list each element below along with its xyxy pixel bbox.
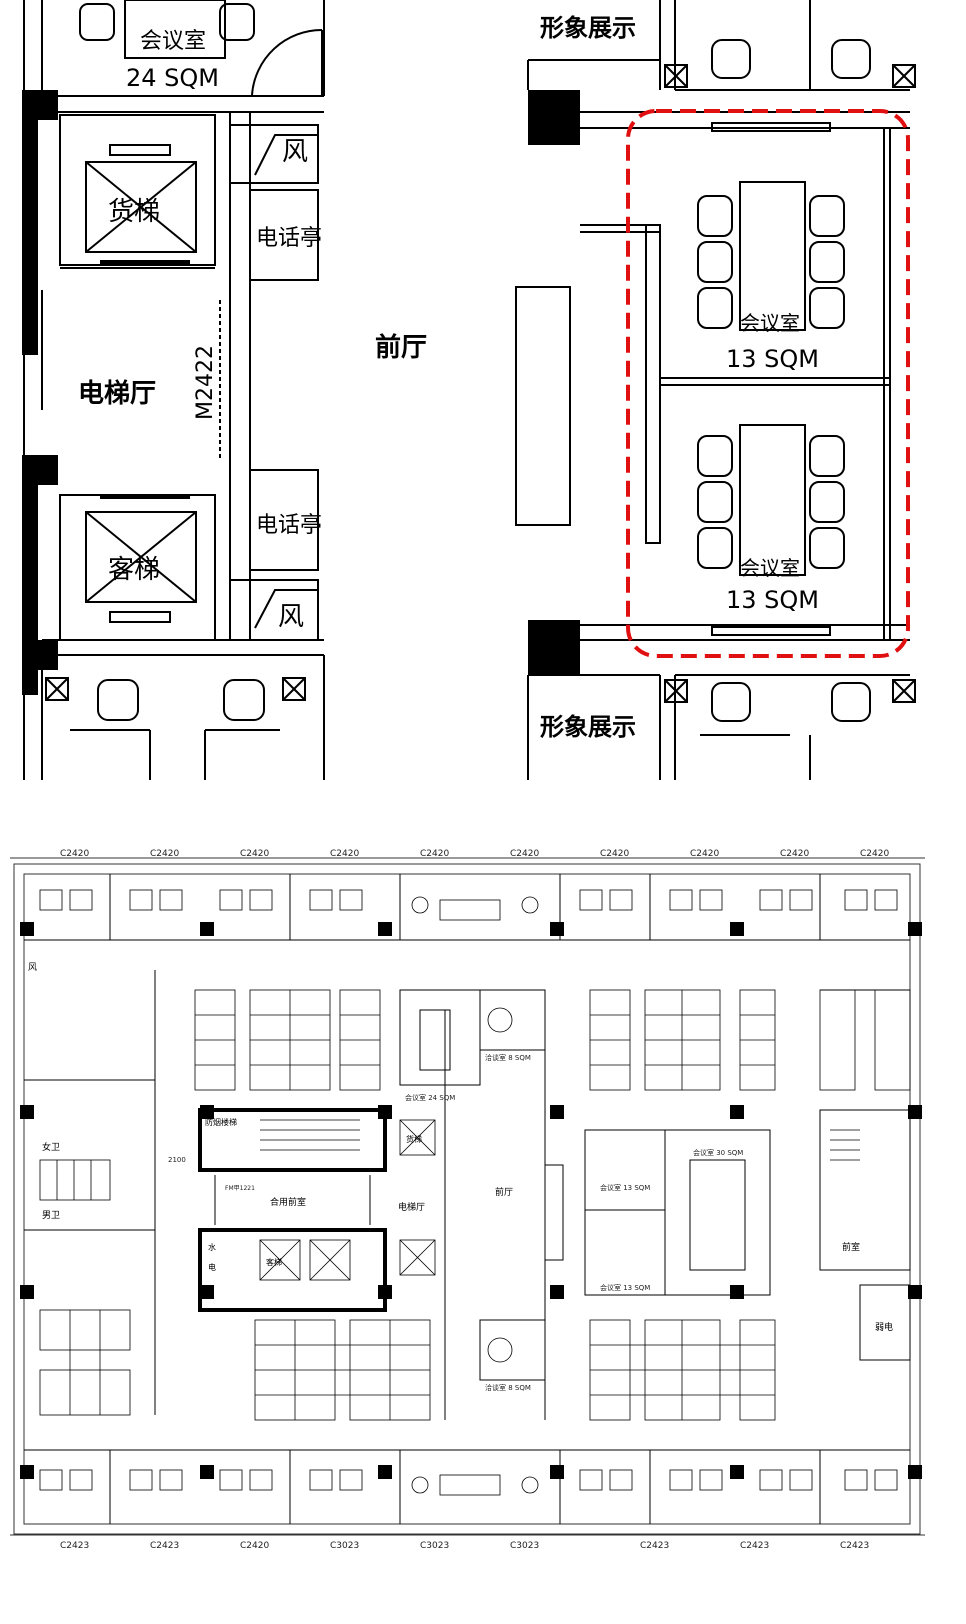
fp-wind-label: 风 xyxy=(28,962,37,973)
fp-meeting-24-label: 会议室 24 SQM xyxy=(405,1093,455,1102)
phone-booth-2-label: 电话亭 xyxy=(256,513,322,538)
dim-top-2: C2420 xyxy=(150,849,179,859)
fp-electric-label: 电 xyxy=(208,1262,216,1272)
fp-reception-1-label: 洽谈室 8 SQM xyxy=(485,1053,531,1062)
dim-top-4: C2420 xyxy=(330,849,359,859)
dim-top-9: C2420 xyxy=(780,849,809,859)
dim-bot-8: C2423 xyxy=(740,1541,769,1551)
fp-stair-label: 防烟楼梯 xyxy=(205,1117,237,1127)
wind-label-1: 风 xyxy=(282,137,308,167)
fp-meeting-30-label: 会议室 30 SQM xyxy=(693,1148,743,1157)
dim-bot-4: C3023 xyxy=(330,1541,359,1551)
fp-freight-label: 货梯 xyxy=(406,1134,422,1144)
fp-female-wc-label: 女卫 xyxy=(42,1141,60,1153)
dim-top-8: C2420 xyxy=(690,849,719,859)
dim-top-1: C2420 xyxy=(60,849,89,859)
top-dimension-labels: C2420 C2420 C2420 C2420 C2420 C2420 C242… xyxy=(60,849,889,859)
meeting-b-area: 13 SQM xyxy=(726,586,819,614)
passenger-elevator-label: 客梯 xyxy=(108,555,160,585)
dim-bot-5: C3023 xyxy=(420,1541,449,1551)
dim-top-3: C2420 xyxy=(240,849,269,859)
fp-reception-2-label: 洽谈室 8 SQM xyxy=(485,1383,531,1392)
dim-top-10: C2420 xyxy=(860,849,889,859)
floor-plan: C2420 C2420 C2420 C2420 C2420 C2420 C242… xyxy=(0,830,966,1610)
meeting-room-24-label: 会议室 xyxy=(140,29,206,54)
fp-passenger-label: 客梯 xyxy=(266,1257,282,1267)
fp-dim-2100-label: 2100 xyxy=(168,1156,186,1164)
fp-shared-room-label: 合用前室 xyxy=(270,1196,306,1208)
fp-weak-electric-label: 弱电 xyxy=(875,1321,893,1333)
lobby-label: 前厅 xyxy=(375,332,427,363)
freight-elevator-label: 货梯 xyxy=(108,197,160,227)
dim-bot-3: C2420 xyxy=(240,1541,269,1551)
showcase-bottom-label: 形象展示 xyxy=(540,713,636,741)
fp-elevator-hall-label: 电梯厅 xyxy=(398,1201,425,1213)
dim-bot-2: C2423 xyxy=(150,1541,179,1551)
dim-bot-6: C3023 xyxy=(510,1541,539,1551)
fp-meeting-13a-label: 会议室 13 SQM xyxy=(600,1183,650,1192)
fp-water-label: 水 xyxy=(208,1242,216,1252)
dim-bot-1: C2423 xyxy=(60,1541,89,1551)
meeting-room-24-area: 24 SQM xyxy=(126,64,219,92)
dim-bot-9: C2423 xyxy=(840,1541,869,1551)
dim-bot-7: C2423 xyxy=(640,1541,669,1551)
phone-booth-1-label: 电话亭 xyxy=(256,226,322,251)
dim-top-7: C2420 xyxy=(600,849,629,859)
meeting-a-area: 13 SQM xyxy=(726,345,819,373)
bottom-dimension-labels: C2423 C2423 C2420 C3023 C3023 C3023 C242… xyxy=(60,1541,869,1551)
showcase-top-label: 形象展示 xyxy=(540,14,636,42)
dim-top-5: C2420 xyxy=(420,849,449,859)
meeting-b-label: 会议室 xyxy=(740,556,800,580)
dim-top-6: C2420 xyxy=(510,849,539,859)
fp-front-room-label: 前室 xyxy=(842,1241,860,1253)
fp-male-wc-label: 男卫 xyxy=(42,1210,60,1221)
enlarged-plan: 会议室 24 SQM 形象展示 货梯 风 电话亭 前厅 电梯厅 M2422 电话… xyxy=(0,0,966,800)
door-code-label: M2422 xyxy=(193,345,218,420)
elevator-hall-label: 电梯厅 xyxy=(78,379,156,409)
fp-meeting-13b-label: 会议室 13 SQM xyxy=(600,1283,650,1292)
fp-door-fm-label: FM甲1221 xyxy=(225,1185,255,1192)
wind-label-2: 风 xyxy=(278,602,304,632)
meeting-a-label: 会议室 xyxy=(740,311,800,335)
highlight-box xyxy=(626,109,910,658)
fp-lobby-label: 前厅 xyxy=(495,1186,513,1198)
